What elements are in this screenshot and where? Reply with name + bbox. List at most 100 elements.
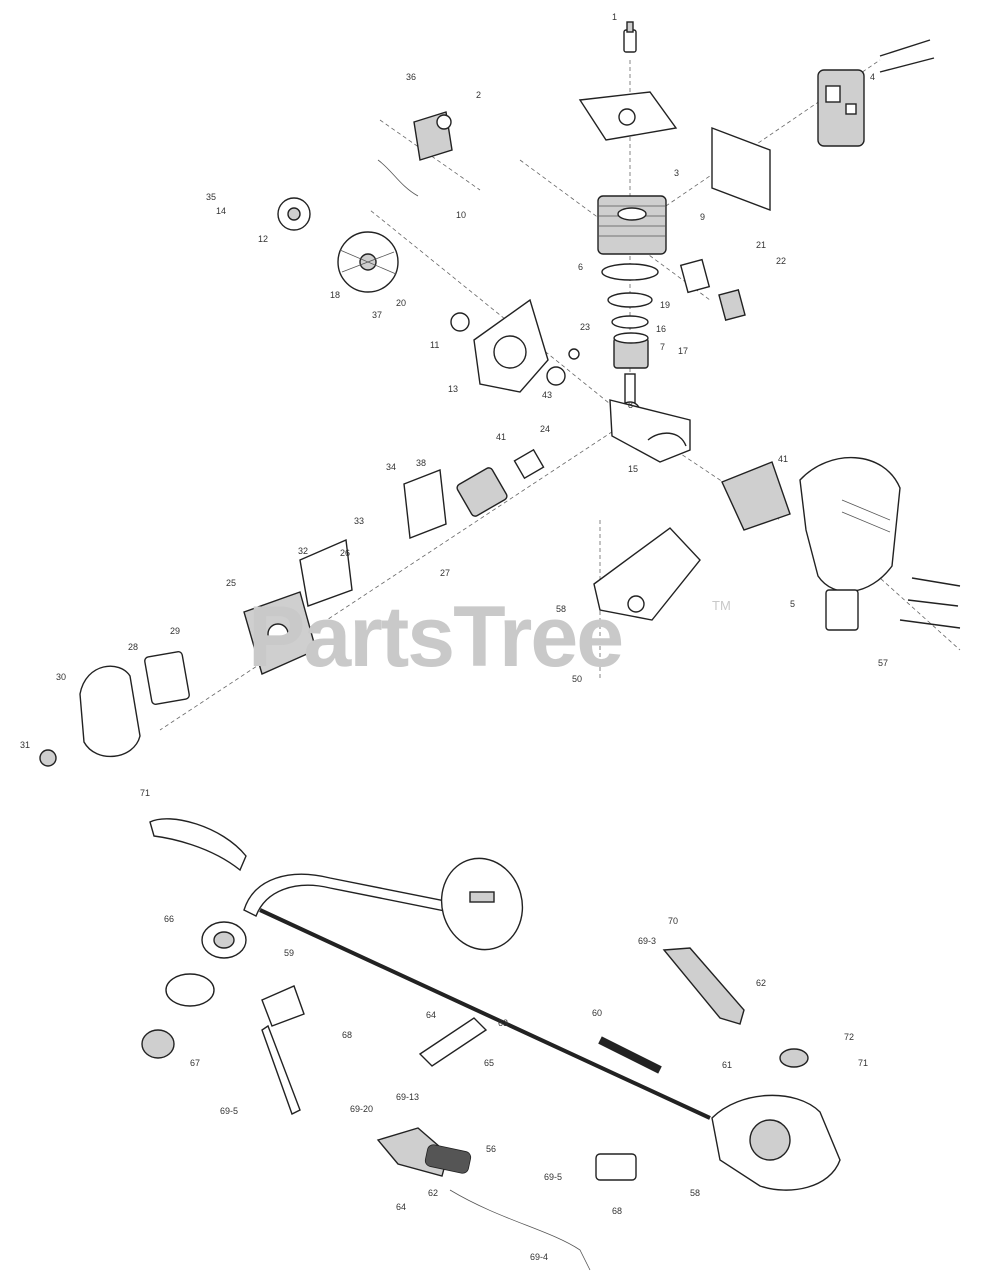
callout-12: 12 [258,234,268,244]
drive-shaft[interactable] [259,908,711,1120]
callout-43: 43 [542,390,552,400]
callout-41: 41 [496,432,506,442]
clutch-drum-housing[interactable] [711,1094,841,1191]
ignition-wire[interactable] [377,159,419,197]
loop-handle[interactable] [243,873,461,917]
part-callouts: 1 2 3 4 5 6 7 8 9 10 11 12 13 14 15 16 1… [20,12,888,1262]
muffler[interactable] [817,69,865,147]
intake-manifold[interactable] [718,288,746,322]
carburetor-gasket[interactable] [513,448,545,480]
callout-68b: 68 [612,1206,622,1216]
ignition-coil[interactable] [413,111,453,161]
callout-69-20: 69-20 [350,1104,373,1114]
callout-31: 31 [20,740,30,750]
starter-pulley[interactable] [277,197,311,231]
callout-20: 20 [396,298,406,308]
callout-27: 27 [440,568,450,578]
heat-insulator[interactable] [403,469,447,539]
callout-69-13: 69-13 [396,1092,419,1102]
callout-65: 65 [484,1058,494,1068]
flywheel[interactable] [337,231,399,293]
piston[interactable] [613,332,649,369]
shaft-coupler[interactable] [261,985,305,1115]
callout-57: 57 [878,658,888,668]
shroud-screws[interactable] [899,577,961,629]
callout-37: 37 [372,310,382,320]
callout-28: 28 [128,642,138,652]
trimmer-head-spool[interactable] [201,921,247,959]
callout-13: 13 [448,384,458,394]
callout-5: 5 [790,599,795,609]
callout-50: 50 [572,674,582,684]
callout-17: 17 [678,346,688,356]
callout-69-5: 69-5 [220,1106,238,1116]
callout-58b: 58 [690,1188,700,1198]
fuel-tank[interactable] [593,527,701,621]
callout-32: 32 [298,546,308,556]
crankcase-half-left[interactable] [473,298,549,393]
callout-14: 14 [216,206,226,216]
carburetor[interactable] [456,466,509,517]
callout-58: 58 [556,604,566,614]
air-cleaner-cover[interactable] [79,665,141,758]
guard-mount-cap[interactable] [779,1048,809,1068]
callout-30: 30 [56,672,66,682]
intake-gasket[interactable] [679,258,711,294]
bearings[interactable] [450,312,580,386]
callout-7: 7 [660,342,665,352]
cylinder[interactable] [597,195,667,255]
guard-shield[interactable] [431,849,532,959]
hanger-strap[interactable] [149,818,247,872]
callout-71: 71 [140,788,150,798]
callout-38: 38 [416,458,426,468]
air-filter-base[interactable] [299,538,353,607]
callout-69-5b: 69-5 [544,1172,562,1182]
callout-25: 25 [226,578,236,588]
callout-60: 60 [592,1008,602,1018]
recoil-starter-housing[interactable] [721,461,791,531]
trimmer-head-cap[interactable] [165,973,215,1007]
callout-16: 16 [656,324,666,334]
watermark-logo: PartsTree [248,589,624,685]
cover-knob[interactable] [39,749,57,767]
throttle-handle-upper[interactable] [662,947,745,1025]
callout-26: 26 [340,548,350,558]
throttle-cable[interactable] [449,1189,591,1271]
cylinder-gaskets[interactable] [601,263,659,329]
air-cleaner-case[interactable] [243,591,317,675]
spark-plug[interactable] [623,21,637,53]
rear-handle-grip[interactable] [418,1017,488,1067]
callout-35: 35 [206,192,216,202]
callout-33: 33 [354,516,364,526]
engine-shroud[interactable] [799,457,901,631]
callout-41b: 41 [778,454,788,464]
callout-62: 62 [756,978,766,988]
callout-66: 66 [164,914,174,924]
callout-1: 1 [612,12,617,22]
crankcase[interactable] [609,399,691,463]
shaft-sleeve[interactable] [595,1153,637,1181]
cylinder-gasket-plate[interactable] [578,91,678,141]
callout-56: 56 [486,1144,496,1154]
callout-69-3: 69-3 [638,936,656,946]
callout-3: 3 [674,168,679,178]
callout-61: 61 [722,1060,732,1070]
callout-67: 67 [190,1058,200,1068]
trademark-symbol: TM [712,598,731,613]
callout-22: 22 [776,256,786,266]
trimmer-head-knob[interactable] [141,1029,175,1059]
callout-62b: 62 [428,1188,438,1198]
callout-68: 68 [342,1030,352,1040]
callout-64: 64 [426,1010,436,1020]
muffler-screws[interactable] [879,39,935,73]
callout-72: 72 [844,1032,854,1042]
callout-21: 21 [756,240,766,250]
air-filter-element[interactable] [144,650,190,706]
callout-70: 70 [668,916,678,926]
muffler-plate[interactable] [711,126,771,212]
callout-8: 8 [628,400,633,410]
callout-6: 6 [578,262,583,272]
grip-spring[interactable] [424,1144,472,1175]
callout-23: 23 [580,322,590,332]
